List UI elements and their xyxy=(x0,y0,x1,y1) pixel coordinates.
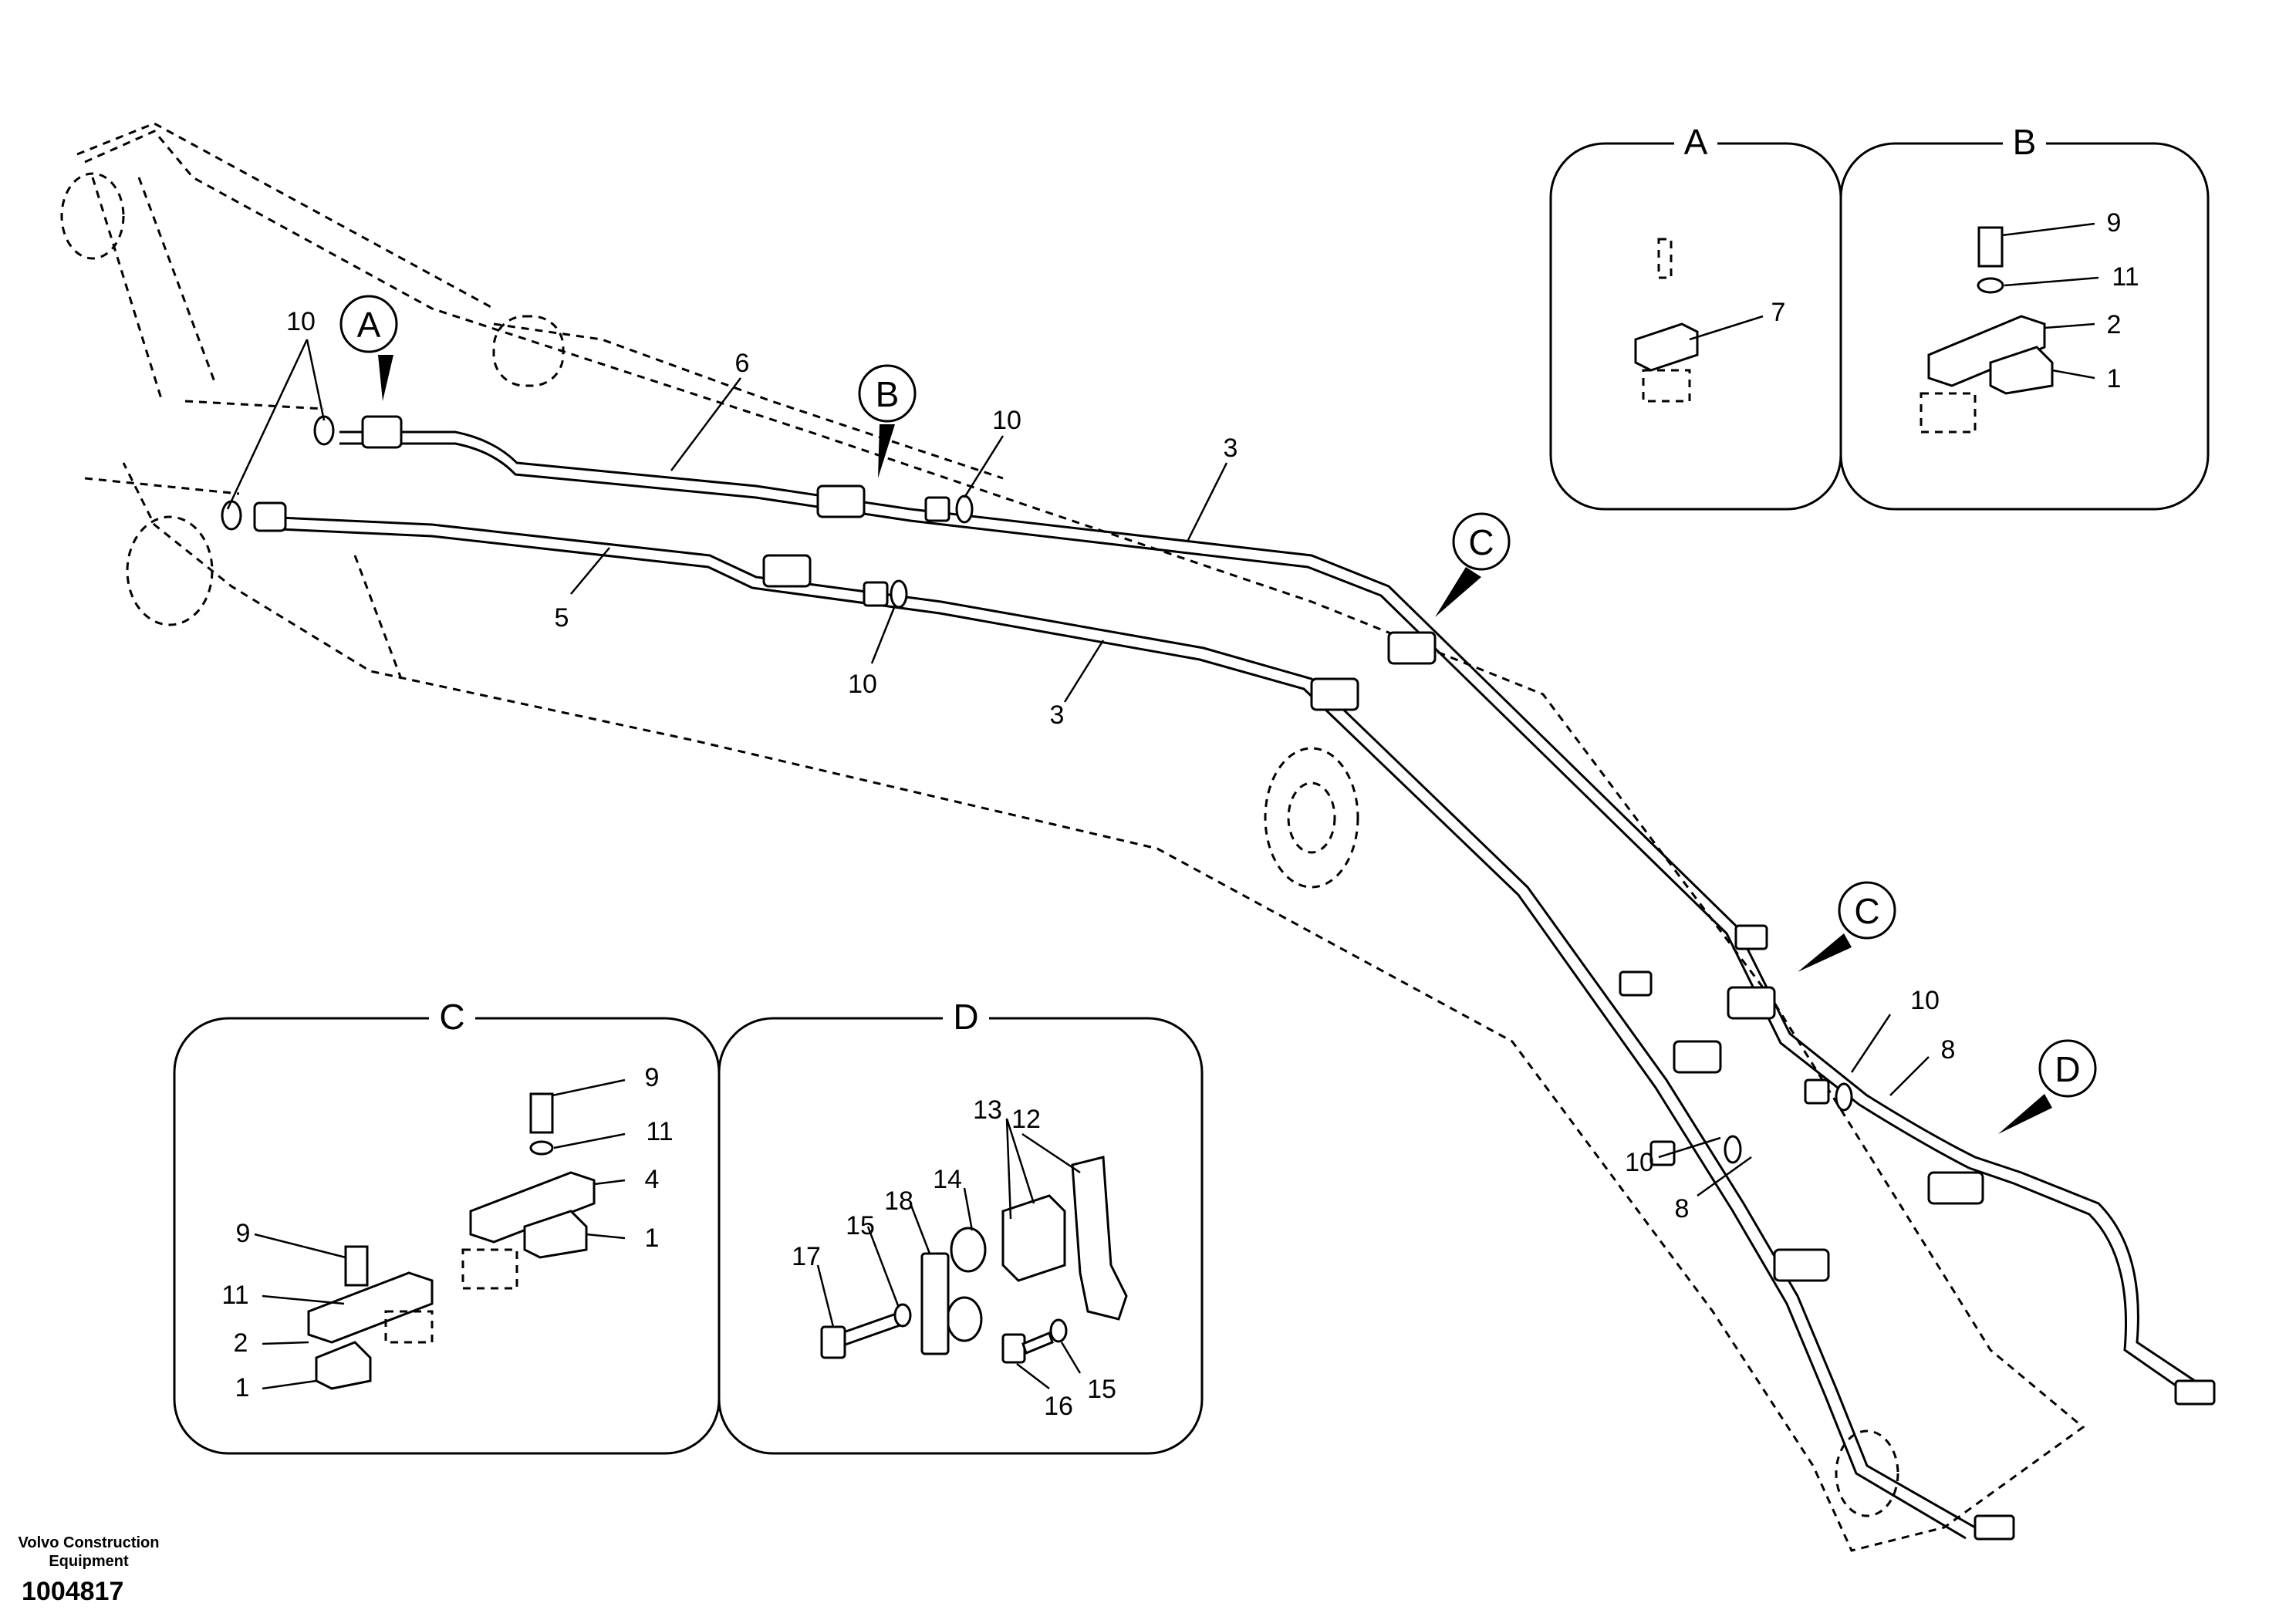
tube-5 xyxy=(262,515,1976,1540)
label-3-low: 3 xyxy=(1050,700,1065,730)
panel-B-title: B xyxy=(2013,122,2037,162)
panel-D-label-12: 12 xyxy=(1011,1105,1041,1134)
panel-C-label-4: 4 xyxy=(645,1165,660,1194)
detail-panel-B: B 9 11 2 1 xyxy=(1839,122,2210,511)
company-name: Volvo Construction Equipment xyxy=(18,1534,160,1570)
panel-D-label-15-a: 15 xyxy=(846,1211,875,1240)
tube-6 xyxy=(339,430,1976,1169)
panel-C-label-9-a: 9 xyxy=(645,1063,660,1092)
panel-C-label-11-b: 11 xyxy=(221,1281,248,1310)
panel-A-title: A xyxy=(1684,122,1708,162)
tube-8-right xyxy=(1968,1156,2207,1401)
detail-panel-A: A 7 xyxy=(1549,122,1842,511)
label-6: 6 xyxy=(735,349,750,378)
label-8-bottom: 8 xyxy=(1675,1194,1690,1223)
panel-B-label-11: 11 xyxy=(2112,262,2139,292)
panel-C-title: C xyxy=(439,997,464,1037)
panel-C-label-1-a: 1 xyxy=(645,1223,660,1253)
main-labels: 10 6 3 10 5 10 3 10 8 10 8 xyxy=(226,307,1956,1223)
panel-D-label-18: 18 xyxy=(884,1186,913,1216)
panel-D-label-17: 17 xyxy=(792,1242,821,1271)
panel-B-label-2: 2 xyxy=(2107,310,2122,339)
callout-C-lower: C xyxy=(1798,881,1896,972)
panel-A-label-7: 7 xyxy=(1771,298,1786,327)
label-10-low: 10 xyxy=(848,670,877,699)
detail-panel-C: C 9 11 4 1 9 11 2 1 xyxy=(173,997,721,1455)
panel-C-label-2: 2 xyxy=(234,1328,248,1358)
callout-D-letter: D xyxy=(2055,1049,2080,1089)
panel-B-label-9: 9 xyxy=(2107,208,2122,238)
panel-C-label-9-b: 9 xyxy=(236,1219,251,1248)
fittings xyxy=(221,415,2216,1541)
callout-B-letter: B xyxy=(876,374,900,414)
callout-C-lower-letter: C xyxy=(1854,891,1879,931)
label-5: 5 xyxy=(555,603,569,633)
panel-B-label-1: 1 xyxy=(2107,364,2122,393)
panel-C-label-1-b: 1 xyxy=(235,1373,250,1402)
callout-B: B xyxy=(858,364,917,478)
panel-D-label-13: 13 xyxy=(973,1095,1002,1125)
label-10-right: 10 xyxy=(1910,986,1940,1015)
callout-C-upper-letter: C xyxy=(1468,522,1494,562)
label-3-top: 3 xyxy=(1224,434,1238,463)
callout-D: D xyxy=(1998,1039,2097,1134)
callout-C-upper: C xyxy=(1435,512,1511,617)
panel-D-label-16: 16 xyxy=(1044,1392,1073,1421)
boom-outline xyxy=(60,122,2085,1552)
callout-A: A xyxy=(339,295,398,401)
panel-D-title: D xyxy=(953,997,978,1037)
panel-C-label-11-a: 11 xyxy=(646,1117,673,1146)
panel-D-label-15-b: 15 xyxy=(1087,1375,1116,1404)
label-10-top: 10 xyxy=(286,307,316,336)
document-number: 1004817 xyxy=(22,1577,124,1606)
panel-D-label-14: 14 xyxy=(933,1165,962,1194)
label-10-mid: 10 xyxy=(992,406,1021,435)
label-8-right: 8 xyxy=(1941,1035,1956,1065)
detail-panel-D: D 12 13 14 18 15 17 16 15 xyxy=(718,997,1204,1455)
callout-A-letter: A xyxy=(357,305,381,345)
label-10-bottom: 10 xyxy=(1625,1148,1654,1177)
